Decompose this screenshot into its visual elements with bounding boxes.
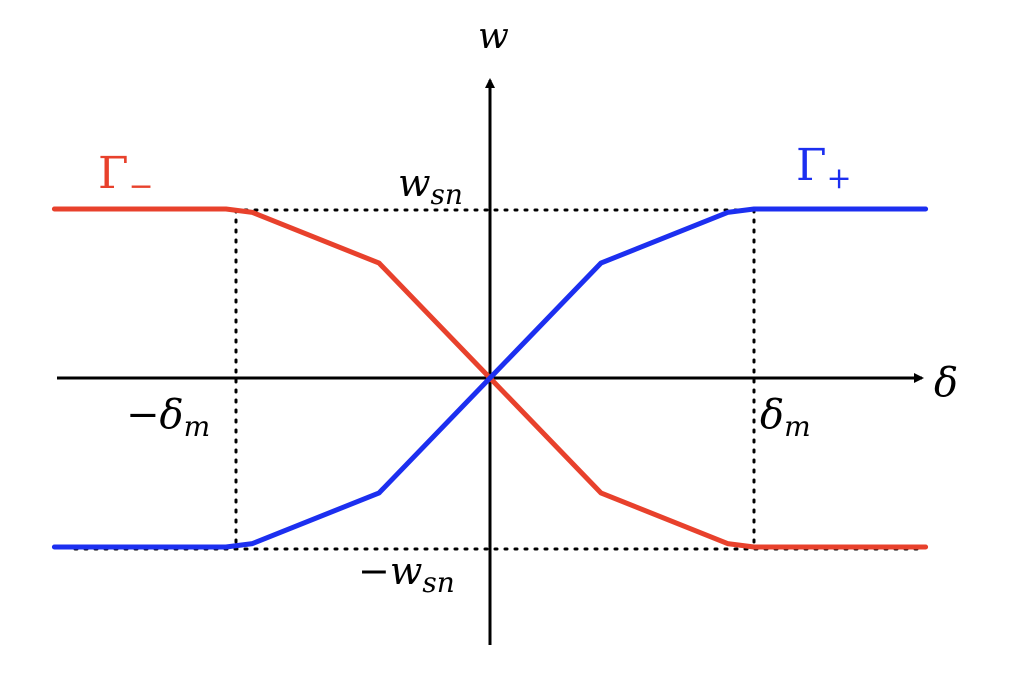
- w-sn-label: wsn: [398, 161, 463, 211]
- neg-delta-m-main: −δ: [126, 392, 184, 438]
- neg-w-sn-label: −wsn: [358, 549, 455, 599]
- gamma-plus-main: Γ: [796, 140, 827, 191]
- gamma-minus-label: Γ−: [98, 148, 154, 204]
- neg-delta-m-subscript: m: [184, 410, 211, 443]
- delta-m-subscript: m: [784, 410, 811, 443]
- gamma-plus-curve: [51, 206, 929, 550]
- w-sn-subscript: sn: [431, 178, 463, 211]
- gamma-minus-main: Γ: [98, 148, 129, 199]
- delta-m-main: δ: [760, 392, 784, 438]
- neg-w-sn-main: −w: [358, 549, 422, 593]
- gamma-plus-label: Γ+: [796, 140, 852, 196]
- delta-m-label: δm: [760, 392, 811, 443]
- w-sn-main: w: [398, 161, 431, 205]
- x-axis-label: δ: [934, 360, 958, 406]
- gamma-minus-subscript: −: [129, 169, 154, 204]
- neg-delta-m-label: −δm: [126, 392, 210, 443]
- neg-w-sn-subscript: sn: [422, 566, 454, 599]
- y-axis-label: w: [478, 16, 509, 57]
- gamma-plus-subscript: +: [827, 161, 852, 196]
